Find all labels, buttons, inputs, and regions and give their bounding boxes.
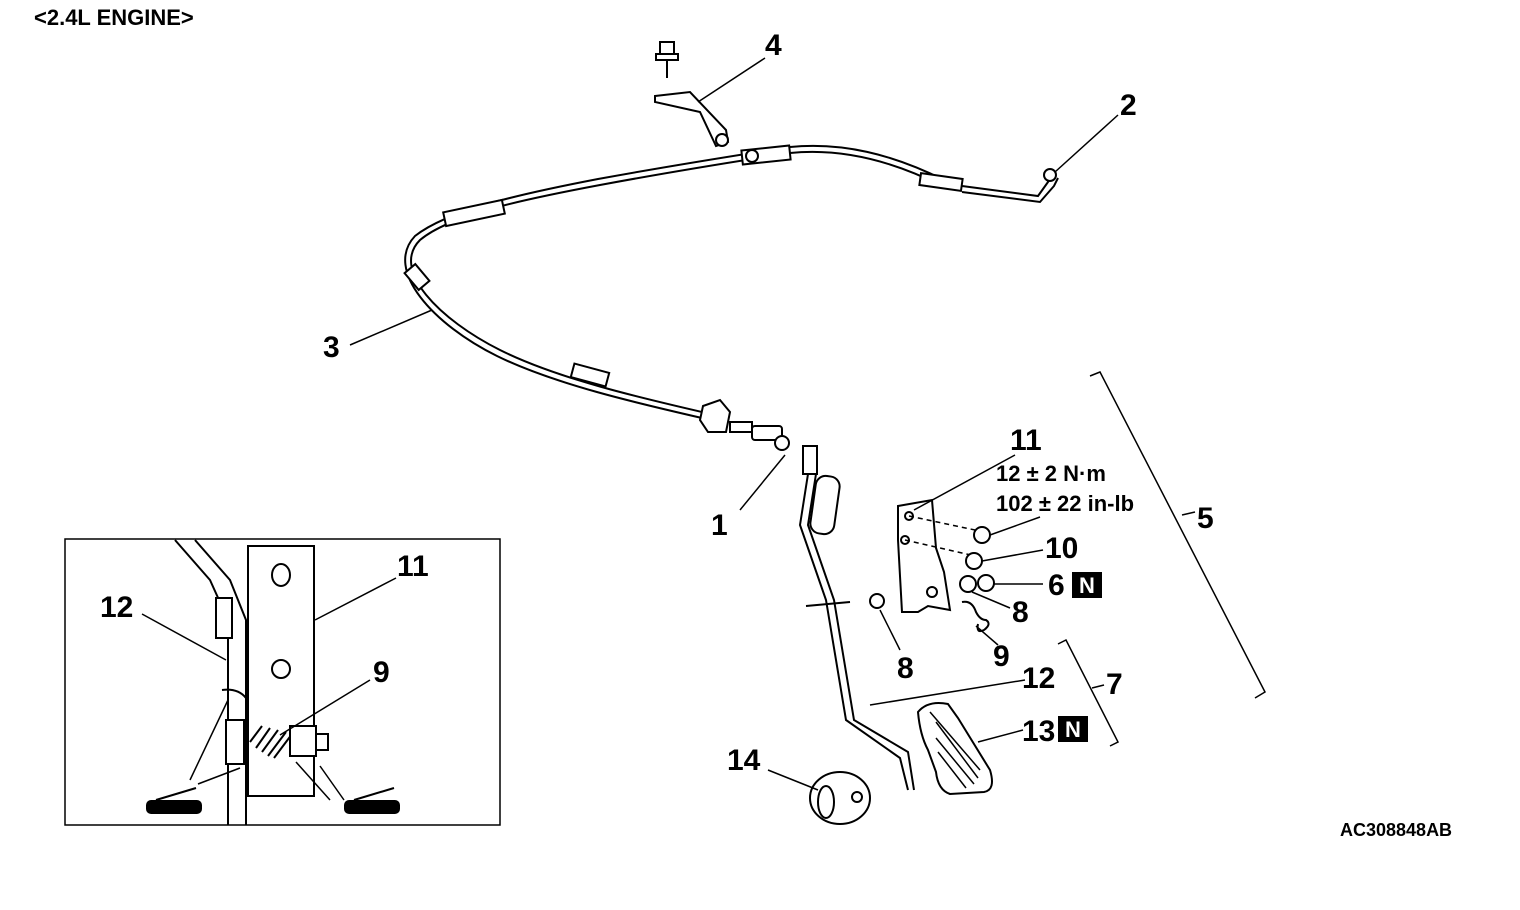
torque-metric: 12 ± 2 N·m — [996, 461, 1106, 486]
label-5: 5 — [1197, 502, 1214, 535]
leader-3 — [349, 309, 433, 346]
n-badge-13-text: N — [1065, 717, 1081, 742]
label-10: 10 — [1045, 532, 1078, 565]
leader-12 — [869, 679, 1026, 706]
label-3: 3 — [323, 331, 340, 364]
n-badge-6-text: N — [1079, 573, 1095, 598]
part-14-stopper — [809, 771, 871, 825]
inset-leader-9 — [279, 679, 371, 736]
leader-10 — [981, 549, 1044, 562]
part-4-bracket — [654, 41, 730, 148]
assembly-bracket-7 — [1057, 638, 1120, 747]
label-14: 14 — [727, 744, 761, 777]
leader-1 — [739, 454, 786, 511]
leader-2 — [1054, 114, 1119, 173]
part-3-cable — [403, 144, 945, 451]
label-1: 1 — [711, 509, 728, 542]
label-8a: 8 — [897, 652, 914, 685]
inset-detail — [64, 538, 501, 826]
part-2-cable-end — [918, 168, 1059, 204]
label-11: 11 — [1010, 424, 1042, 457]
engine-header: <2.4L ENGINE> — [34, 5, 194, 30]
assembly-bracket-5 — [1089, 371, 1266, 699]
leader-8a — [879, 609, 901, 651]
label-12: 12 — [1022, 662, 1055, 695]
label-6: 6 — [1048, 569, 1065, 602]
inset-label-12: 12 — [100, 591, 133, 624]
label-7: 7 — [1106, 668, 1123, 701]
n-badge-6 — [1072, 572, 1102, 598]
torque-imperial: 102 ± 22 in-lb — [996, 491, 1134, 516]
label-4: 4 — [765, 29, 782, 62]
leader-8b — [971, 591, 1011, 609]
leader-4 — [697, 57, 766, 103]
part-13-pedal-pad — [916, 702, 993, 796]
inset-label-9: 9 — [373, 656, 390, 689]
figure-code: AC308848AB — [1340, 820, 1452, 840]
label-9: 9 — [993, 640, 1010, 673]
part-hardware — [869, 526, 995, 633]
label-8b: 8 — [1012, 596, 1029, 629]
inset-leader-11 — [314, 577, 397, 621]
leader-torque — [989, 516, 1041, 536]
inset-label-11: 11 — [397, 550, 429, 583]
part-12-pedal-arm — [798, 445, 915, 791]
leader-13 — [977, 729, 1024, 743]
part-11-bracket — [897, 498, 976, 613]
label-2: 2 — [1120, 89, 1137, 122]
label-13: 13 — [1022, 715, 1055, 748]
leader-14 — [767, 769, 819, 791]
inset-leader-12 — [141, 613, 227, 661]
leader-9 — [975, 625, 999, 646]
n-badge-13 — [1058, 716, 1088, 742]
leader-11 — [913, 454, 1016, 511]
